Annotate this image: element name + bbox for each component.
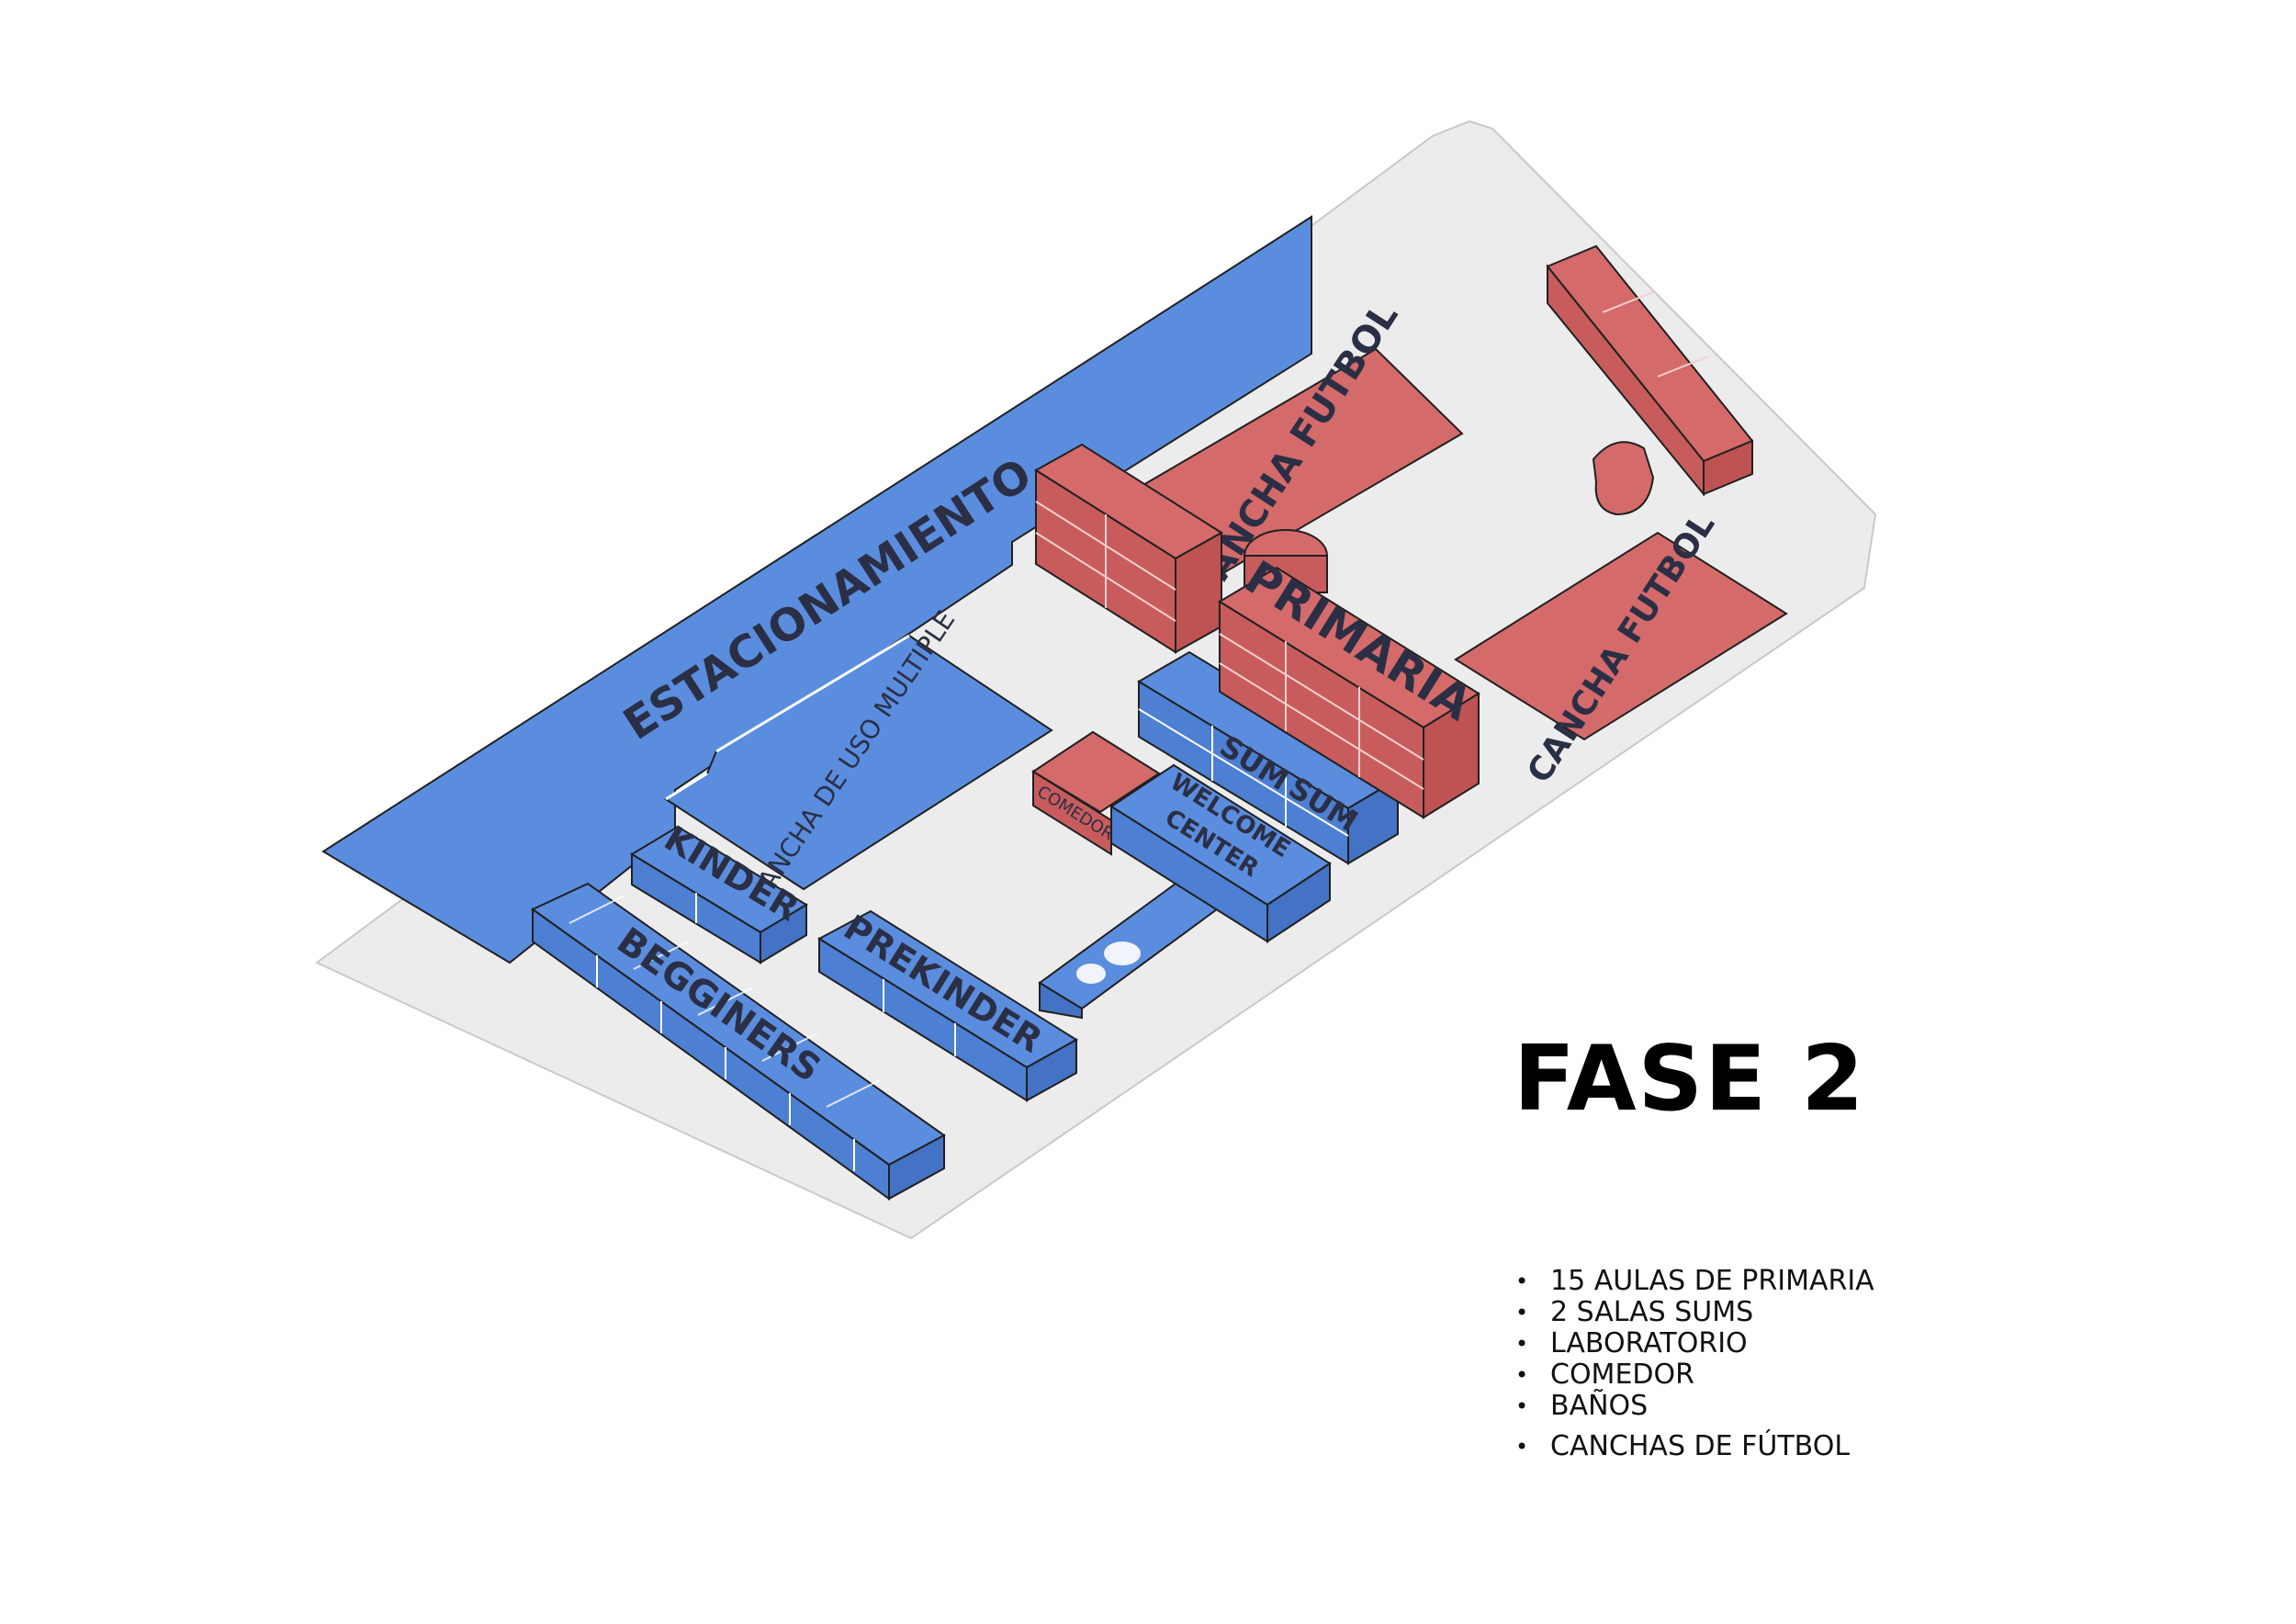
program-item: 15 AULAS DE PRIMARIA <box>1515 1266 1874 1298</box>
program-item: CANCHAS DE FÚTBOL <box>1515 1431 1874 1463</box>
program-list: 15 AULAS DE PRIMARIA 2 SALAS SUMS LABORA… <box>1515 1266 1874 1463</box>
welcome-center-block-side <box>1266 862 1331 943</box>
bano-circle-2 <box>1104 942 1141 965</box>
prekinder-block-side <box>1026 1038 1077 1102</box>
begginers-block-side <box>888 1133 945 1201</box>
banos-block-front <box>1039 981 1083 1020</box>
program-item: 2 SALAS SUMS <box>1515 1297 1874 1329</box>
phase-title: FASE 2 <box>1514 1027 1866 1132</box>
curved-element <box>1592 441 1655 516</box>
program-item: COMEDOR <box>1515 1359 1874 1392</box>
primaria-block-side <box>1423 692 1480 819</box>
program-item: BAÑOS <box>1515 1391 1874 1423</box>
kinder-block-side <box>760 903 807 964</box>
comedor-block-front <box>1032 770 1112 856</box>
bano-circle-1 <box>1076 964 1106 984</box>
cancha-futbol-2-zone <box>1454 531 1788 741</box>
laboratorio-block-side <box>1703 439 1753 496</box>
estacionamiento-zone <box>321 215 1312 964</box>
program-item: LABORATORIO <box>1515 1328 1874 1360</box>
